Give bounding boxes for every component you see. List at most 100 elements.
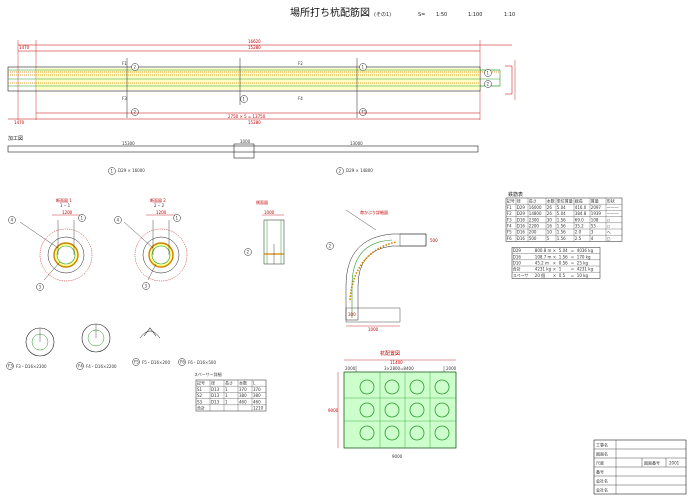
bar-table-cell: 500: [529, 236, 537, 241]
pile-circle: [409, 379, 425, 395]
pile-circle: [384, 425, 400, 441]
pile-circle: [359, 379, 375, 395]
bar-table-header-cell: 径: [517, 198, 521, 204]
sec3-tag-1: 2: [247, 250, 250, 255]
pile-circle: [409, 425, 425, 441]
detail-1-caption: F3・D16×2300: [16, 364, 47, 369]
spacer-table-cell: 合計: [197, 405, 205, 411]
bar-table-total-cell: 10 kg: [577, 273, 589, 278]
pile-circle: [384, 379, 400, 395]
sec2-tag-3: 3: [145, 284, 148, 289]
pile-circle: [434, 425, 450, 441]
bar-table-cell: D29: [517, 211, 526, 216]
bar-table-cell: 14800: [529, 211, 542, 216]
bar-table-cell: D16: [517, 236, 526, 241]
plan-heading: 加工図: [8, 135, 23, 142]
bar-table-cell: 55: [591, 224, 597, 229]
bar-table-total-cell: 800.8 m: [535, 248, 552, 253]
bar-table-cell: F3: [507, 217, 512, 222]
bar-table-cell: 1.56: [557, 236, 566, 241]
bar-table-cell: 1.56: [557, 230, 566, 235]
detail-4-caption: F6・D16×500: [188, 360, 216, 365]
bar-table-total-cell: ×: [553, 261, 556, 266]
spacer-table-cell: 1: [225, 393, 228, 398]
bar-table-cell: 69.0: [575, 217, 584, 222]
pile-circle: [434, 402, 450, 418]
elev-right-tag-1: 1: [487, 71, 490, 76]
spacer-table-header-cell: 長さ: [225, 380, 233, 386]
spacer-table-header-cell: 径: [211, 380, 215, 386]
section-3: 側面図 1000 2: [244, 199, 285, 265]
pile-plan-view: 杭配置図 11400 2000 3×2800=8400 2000 9000 90…: [328, 350, 457, 459]
planview-seg-1: 2000: [345, 366, 356, 371]
bar-table-cell: 200: [529, 230, 537, 235]
bar-table-total-cell: 0.56: [559, 261, 568, 266]
detail-4-mark: F6: [180, 360, 185, 365]
bar-table-cell: 2200: [529, 224, 540, 229]
spacer-table-cell: 380: [253, 393, 261, 398]
title-block-label: 図面名: [596, 451, 608, 457]
bar-table-total-cell: =: [571, 248, 574, 253]
scale-3: 1:10: [504, 12, 515, 18]
bar-table-cell: F6: [507, 236, 512, 241]
bar-table-cell: D29: [517, 205, 526, 210]
bar-table-cell: D16: [517, 224, 526, 229]
bar-table-cell: ○: [607, 224, 611, 229]
bar-table-cell: 16000: [529, 205, 542, 210]
bar-table-total-cell: ×: [553, 248, 556, 253]
sec1-sub: 1 ‒ 1: [60, 203, 71, 208]
spacer-table-cell: 1210: [253, 406, 264, 411]
bar-table-total-cell: D29: [513, 248, 522, 253]
bar-table-total-cell: 45.2 m: [535, 261, 549, 266]
spacer-table-cell: 460: [239, 399, 247, 404]
bar-table-cell: F5: [507, 230, 512, 235]
planview-heading: 杭配置図: [380, 350, 400, 357]
bar-table-header-cell: 長さ: [529, 198, 537, 204]
bar-table-heading: 鉄筋表: [508, 191, 523, 198]
plan-caption-1: D29 × 16000: [118, 168, 145, 173]
sec4-heading: 帯かぶり詳細図: [360, 209, 388, 215]
elev-label-3: F3: [122, 96, 127, 101]
pile-circle: [359, 425, 375, 441]
bar-table-total-cell: 合計: [513, 266, 521, 272]
bar-table-total-cell: 170 kg: [577, 254, 591, 259]
bar-table-total-cell: 4231 kg: [577, 267, 594, 272]
spacer-table-cell: S1: [197, 387, 203, 392]
spacer-table-cell: S3: [197, 399, 203, 404]
bar-table-cell: 26: [547, 211, 553, 216]
title-block-label: 尺度: [596, 460, 604, 466]
spacer-table-cell: D13: [211, 387, 220, 392]
spacer-table-cell: D13: [211, 393, 220, 398]
bar-table-cell: 2.5: [575, 236, 582, 241]
spacer-table-cell: 1: [225, 399, 228, 404]
bar-table-cell: 1.56: [557, 224, 566, 229]
sec1-heading: 断面図 1: [56, 197, 72, 203]
spacer-table-header-cell: L: [253, 381, 256, 386]
planview-top-dim: 11400: [390, 360, 403, 365]
bar-table-header-cell: 形状: [607, 198, 615, 204]
sec3-heading: 側面図: [256, 199, 268, 205]
fabrication-plan: 加工図 15300 1000 13000 1 D29 × 16000 2 D29…: [7, 135, 479, 175]
bar-table-total-cell: D10: [513, 261, 522, 266]
plan-mid-len: 1000: [240, 139, 251, 144]
elev-label-4: F4: [298, 96, 303, 101]
elev-marker-3: 1: [243, 97, 246, 102]
sec2-tag-2: 1: [176, 216, 179, 221]
sec2-dim: 1200: [156, 210, 167, 215]
bar-table-total-cell: 4231 kg: [535, 267, 552, 272]
section-4: 帯かぶり詳細図 500 300 1000 2: [326, 209, 438, 332]
bar-table-cell: 384.8: [575, 211, 587, 216]
plan-left-len: 15300: [122, 141, 135, 146]
spacer-table-cell: S2: [197, 393, 203, 398]
detail-2-mark: F4: [78, 364, 83, 369]
bar-table-cell: F4: [507, 224, 512, 229]
bar-table-header-cell: 総長: [575, 198, 583, 204]
title-block-label: 会社名: [596, 487, 608, 493]
spacer-table-cell: 370: [239, 387, 247, 392]
title-block-label: 会社名: [596, 478, 608, 484]
spacer-table-cell: 460: [253, 399, 261, 404]
bar-table-cell: 16: [547, 224, 553, 229]
sec2-heading: 断面図 2: [150, 197, 166, 203]
